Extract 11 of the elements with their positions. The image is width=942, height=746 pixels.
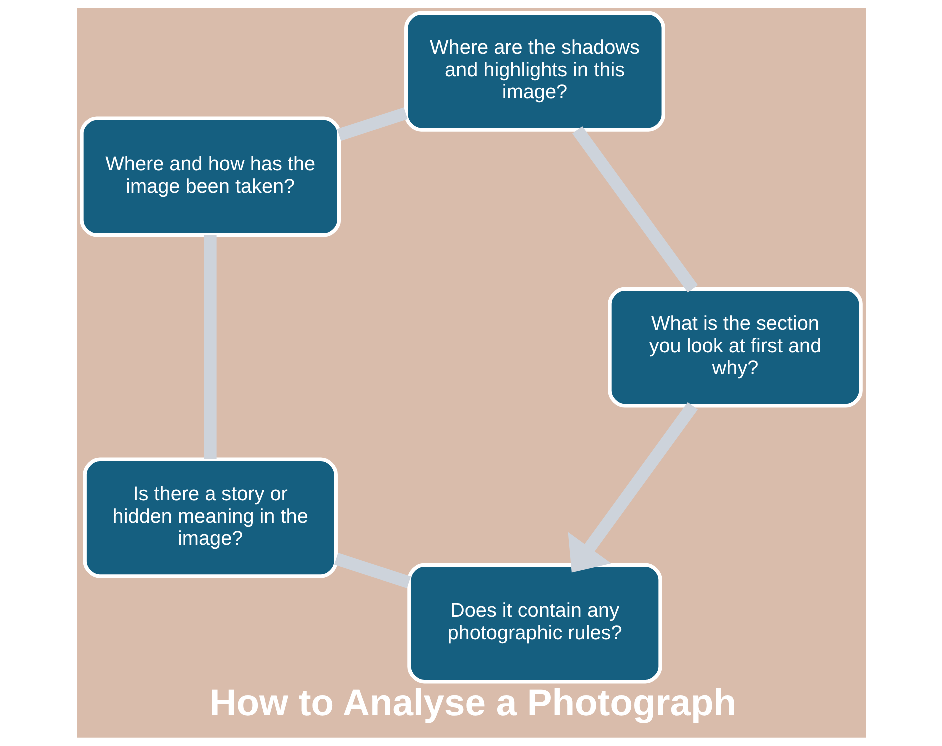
arrow xyxy=(568,402,698,573)
connector xyxy=(336,108,408,142)
diagram-title: How to Analyse a Photograph xyxy=(209,681,736,724)
connector xyxy=(204,235,216,460)
node-box: What is the section you look at first and why? xyxy=(608,287,862,408)
connector xyxy=(334,553,411,588)
node-box: Does it contain any photographic rules? xyxy=(407,563,662,684)
node-box: Where and how has the image been taken? xyxy=(80,116,341,238)
node-box: Where are the shadows and highlights in this image? xyxy=(404,11,665,132)
node-box: Is there a story or hidden meaning in the image? xyxy=(82,458,338,578)
connector xyxy=(572,126,698,293)
